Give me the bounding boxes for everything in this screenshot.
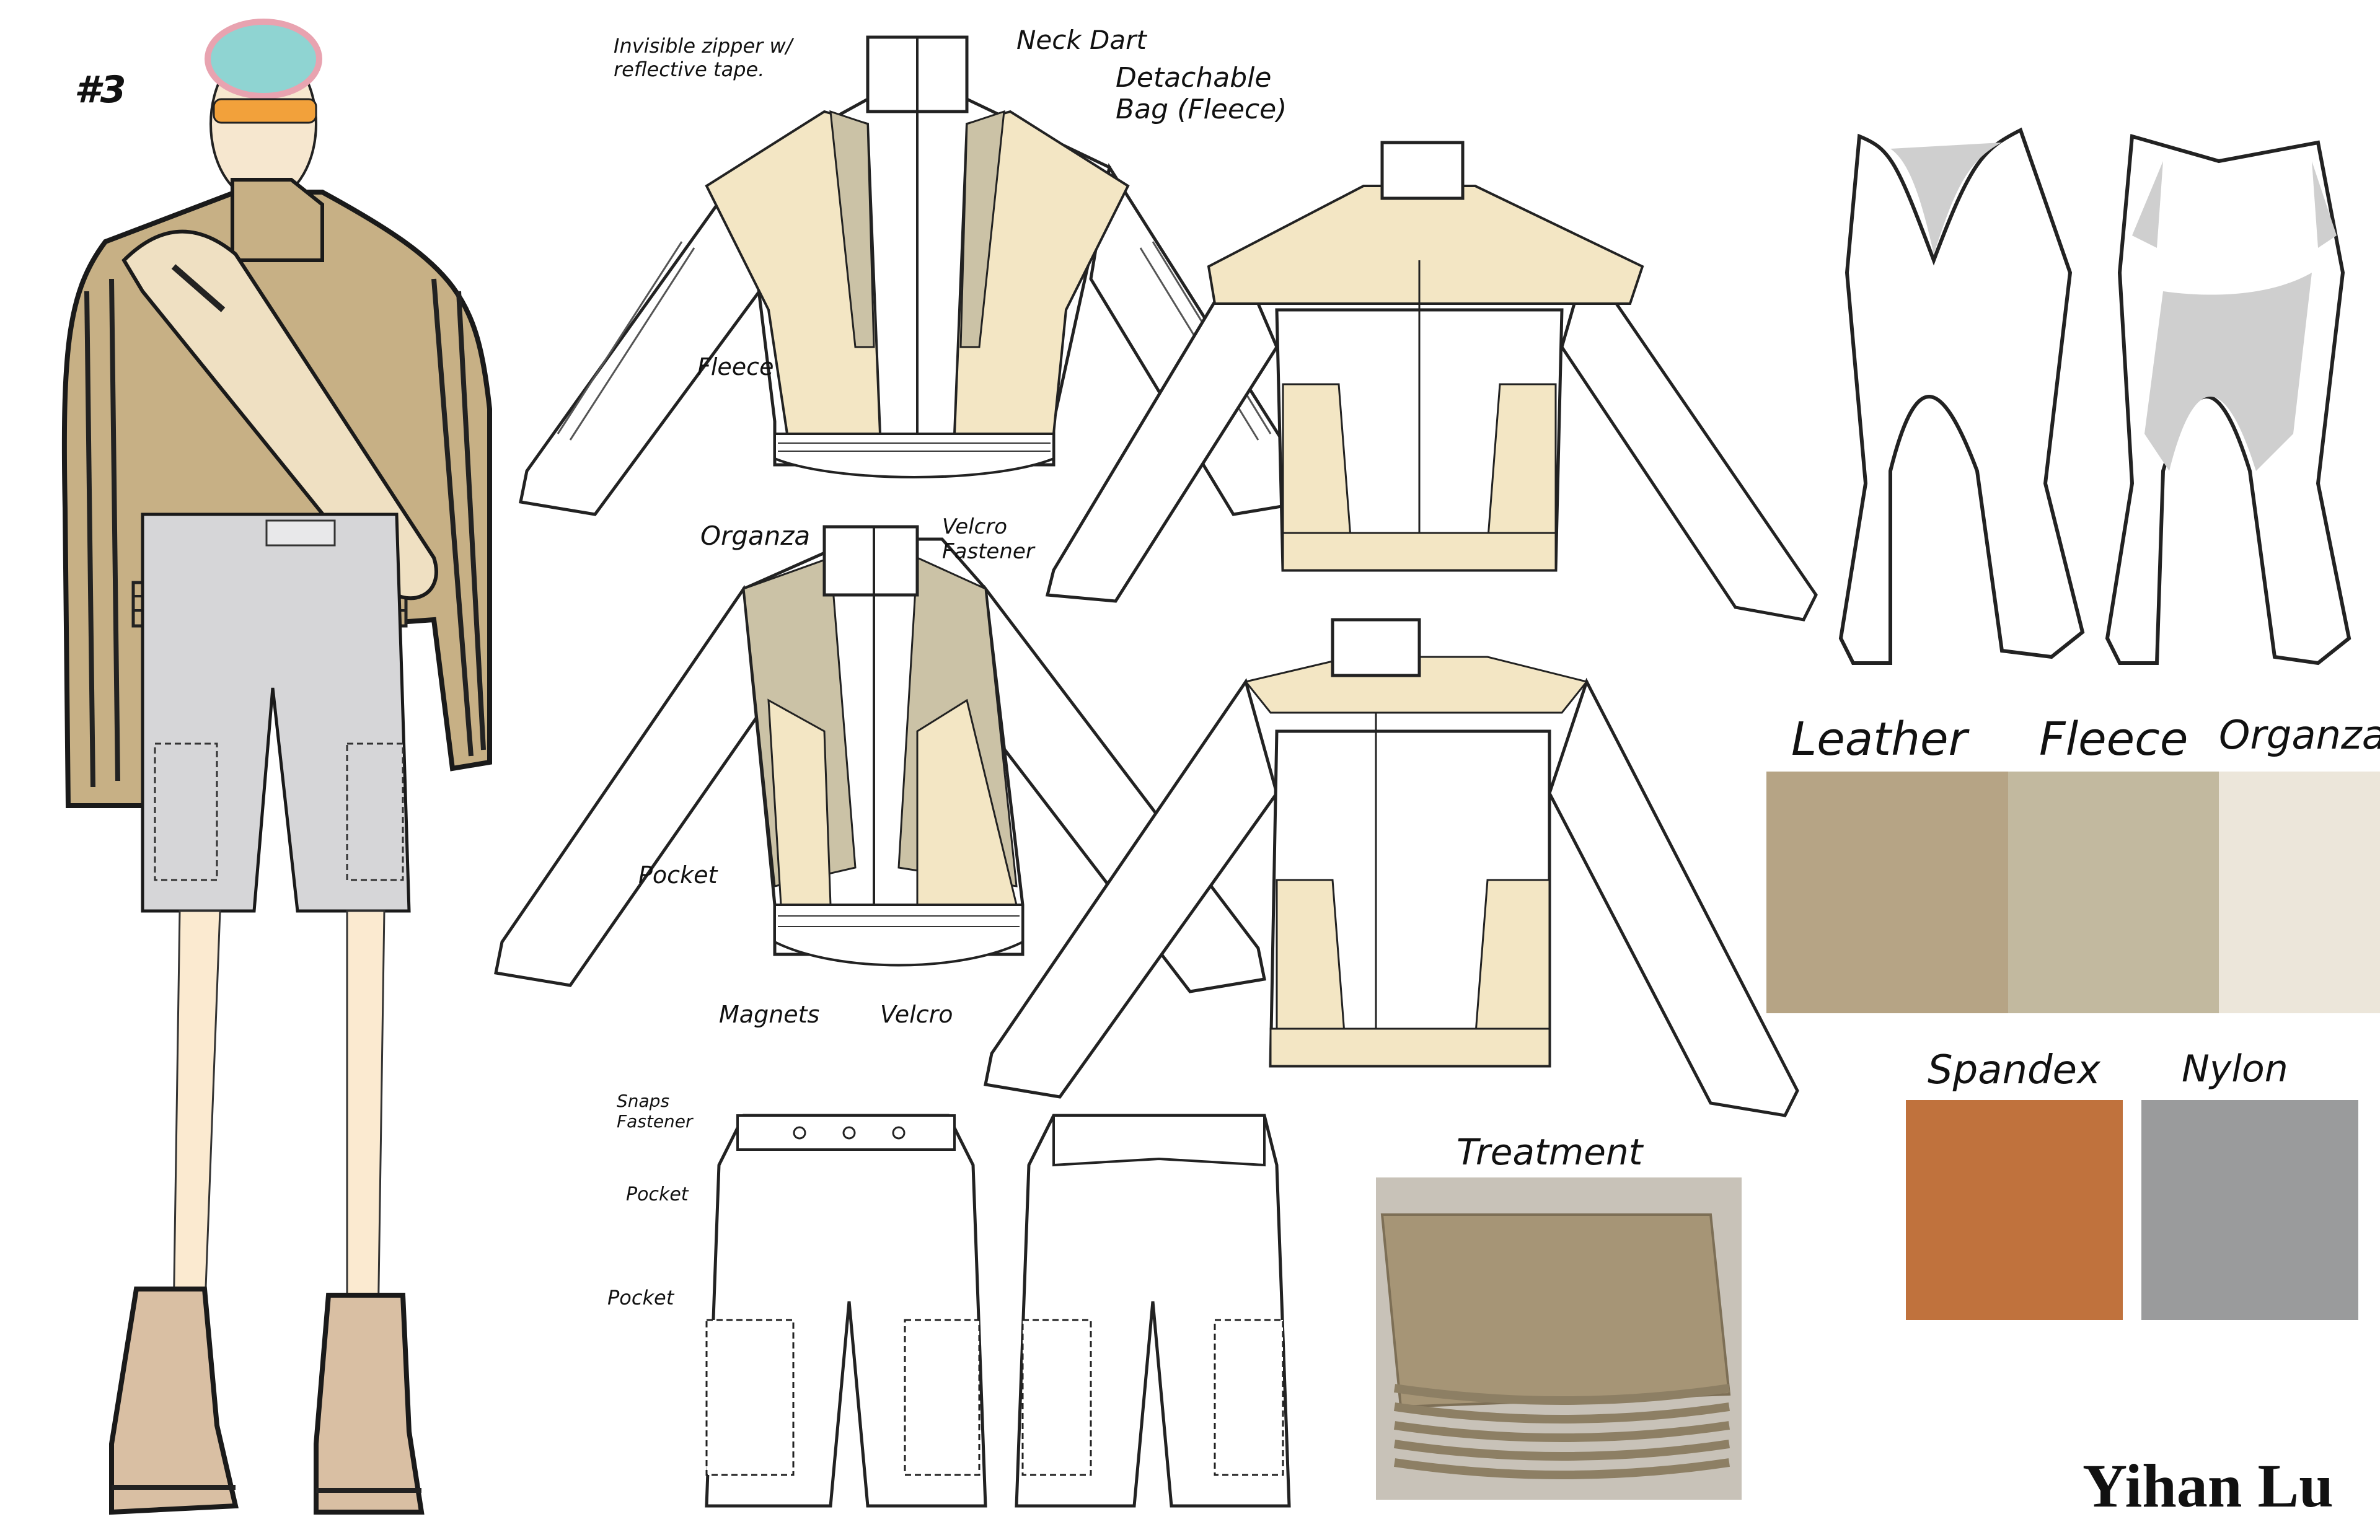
bodysuit-front-flat	[1838, 127, 2085, 665]
annotation-organza: Organza	[700, 521, 811, 551]
annotation-magnets: Magnets	[719, 1001, 820, 1028]
annotation-fleece: Fleece	[697, 353, 774, 381]
look-number: #3	[74, 68, 126, 112]
swatch-spandex	[1906, 1100, 2123, 1320]
jacket-back-with-bag-flat	[1045, 141, 1818, 622]
swatch-fleece	[2008, 772, 2219, 1013]
fabric-label-fleece: Fleece	[2039, 713, 2188, 766]
jacket-back-flat	[984, 618, 1799, 1117]
fashion-figure-illustration	[61, 19, 492, 1515]
swatch-organza	[2219, 772, 2380, 1013]
designer-name: Yihan Lu	[2082, 1451, 2334, 1520]
treatment-label: Treatment	[1457, 1131, 1643, 1173]
annotation-pocket-jacket: Pocket	[638, 861, 718, 889]
swatch-nylon	[2141, 1100, 2358, 1320]
treatment-photo	[1376, 1177, 1742, 1500]
fabric-label-nylon: Nylon	[2182, 1047, 2288, 1091]
jacket-front-with-bag-flat	[519, 35, 1310, 516]
shorts-front-flat	[705, 1114, 987, 1508]
annotation-snaps-fastener: Snaps Fastener	[617, 1091, 693, 1132]
annotation-velcro-fastener: Velcro Fastener	[942, 514, 1034, 564]
fabric-label-leather: Leather	[1791, 713, 1967, 766]
annotation-velcro: Velcro	[880, 1001, 953, 1028]
fabric-label-spandex: Spandex	[1928, 1047, 2100, 1093]
annotation-pocket-shorts-2: Pocket	[607, 1286, 674, 1309]
annotation-neck-dart: Neck Dart	[1016, 25, 1147, 55]
swatch-leather	[1766, 772, 2008, 1013]
annotation-invisible-zipper: Invisible zipper w/ reflective tape.	[614, 34, 793, 81]
annotation-detachable-bag: Detachable Bag (Fleece)	[1116, 62, 1287, 125]
shorts-back-flat	[1015, 1114, 1291, 1508]
bodysuit-back-flat	[2105, 134, 2351, 666]
fabric-label-organza: Organza	[2219, 713, 2380, 759]
annotation-pocket-shorts-1: Pocket	[626, 1184, 689, 1205]
